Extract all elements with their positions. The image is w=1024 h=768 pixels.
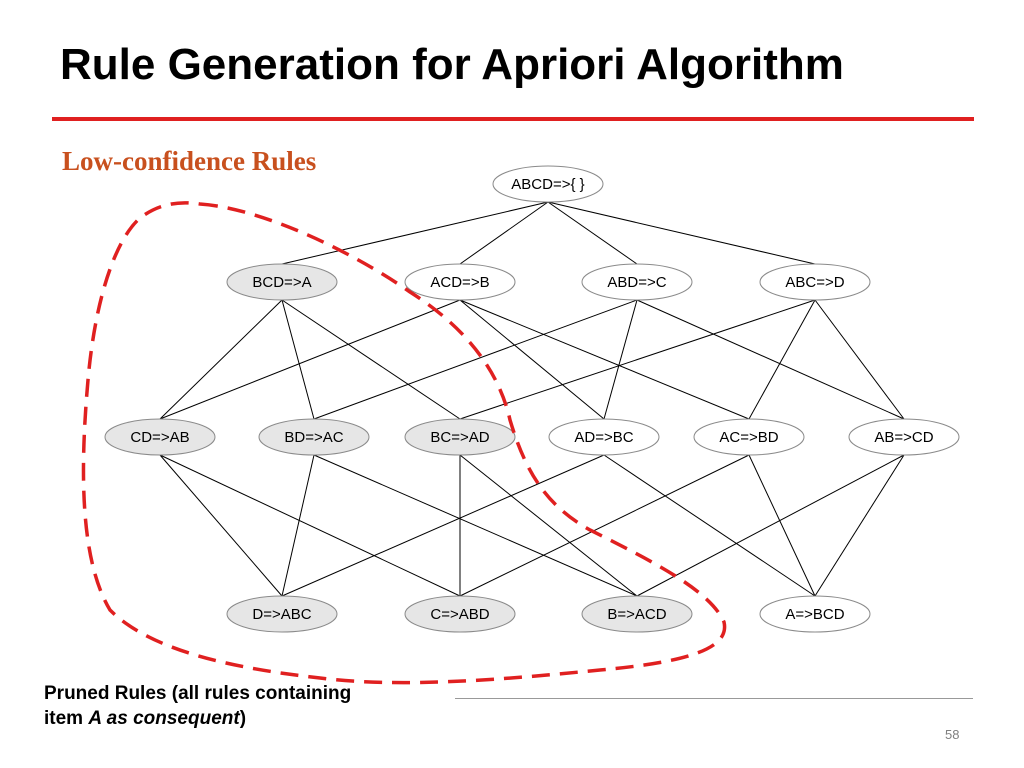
lattice-edges (159, 201, 905, 597)
edge-abd-implies-c-to-ab-implies-cd (636, 299, 905, 420)
rule-node-shape (759, 595, 871, 633)
edge-abc-implies-d-to-ab-implies-cd (814, 299, 905, 420)
rule-node-bc-implies-ad: BC=>AD (404, 418, 516, 456)
lattice-nodes: ABCD=>{ } BCD=>A ACD=>B ABD=>C ABC=>D CD=>AB B… (104, 165, 960, 633)
edge-ad-implies-bc-to-a-implies-bcd (603, 454, 816, 597)
rule-node-c-implies-abd: C=>ABD (404, 595, 516, 633)
edge-bc-implies-ad-to-b-implies-acd (459, 454, 638, 597)
edge-ac-implies-bd-to-c-implies-abd (459, 454, 750, 597)
rule-node-shape (581, 595, 693, 633)
edge-abcd-implies-empty-to-abc-implies-d (547, 201, 816, 265)
rule-node-label: CD=>AB (130, 429, 189, 446)
rule-node-bd-implies-ac: BD=>AC (258, 418, 370, 456)
rule-node-shape (404, 418, 516, 456)
rule-node-label: ACD=>B (430, 274, 489, 291)
edge-ac-implies-bd-to-a-implies-bcd (748, 454, 816, 597)
rule-node-label: BCD=>A (252, 274, 311, 291)
title-underline (52, 117, 974, 121)
rule-node-cd-implies-ab: CD=>AB (104, 418, 216, 456)
rule-node-shape (226, 263, 338, 301)
edge-bd-implies-ac-to-b-implies-acd (313, 454, 638, 597)
edge-abcd-implies-empty-to-abd-implies-c (547, 201, 638, 265)
edge-abc-implies-d-to-bc-implies-ad (459, 299, 816, 420)
rule-node-ad-implies-bc: AD=>BC (548, 418, 660, 456)
rule-node-shape (404, 595, 516, 633)
edge-bd-implies-ac-to-d-implies-abc (281, 454, 315, 597)
rule-node-label: AC=>BD (719, 429, 778, 446)
rule-node-ac-implies-bd: AC=>BD (693, 418, 805, 456)
rule-node-shape (404, 263, 516, 301)
edge-bcd-implies-a-to-cd-implies-ab (159, 299, 283, 420)
rule-node-abc-implies-d: ABC=>D (759, 263, 871, 301)
rule-node-abd-implies-c: ABD=>C (581, 263, 693, 301)
rule-node-shape (492, 165, 604, 203)
edge-acd-implies-b-to-ac-implies-bd (459, 299, 750, 420)
edge-bcd-implies-a-to-bc-implies-ad (281, 299, 461, 420)
pruned-note-emphasis: A as consequent (88, 708, 240, 729)
pruned-rules-note: Pruned Rules (all rules containing item … (44, 681, 351, 731)
rule-node-abcd-implies-empty: ABCD=>{ } (492, 165, 604, 203)
rule-node-bcd-implies-a: BCD=>A (226, 263, 338, 301)
rule-node-shape (226, 595, 338, 633)
rule-node-shape (581, 263, 693, 301)
edge-bcd-implies-a-to-bd-implies-ac (281, 299, 315, 420)
rule-node-a-implies-bcd: A=>BCD (759, 595, 871, 633)
rule-node-b-implies-acd: B=>ACD (581, 595, 693, 633)
pruned-note-suffix: ) (239, 708, 247, 729)
rule-node-label: D=>ABC (252, 606, 311, 623)
footer-divider (455, 698, 973, 699)
edge-ad-implies-bc-to-d-implies-abc (281, 454, 605, 597)
edge-acd-implies-b-to-ad-implies-bc (459, 299, 605, 420)
rule-node-shape (258, 418, 370, 456)
rule-node-shape (104, 418, 216, 456)
low-confidence-label: Low-confidence Rules (62, 146, 317, 176)
rule-node-label: A=>BCD (785, 606, 844, 623)
pruned-note-line-1: Pruned Rules (all rules containing (44, 683, 352, 704)
rule-node-label: AB=>CD (874, 429, 933, 446)
edge-abcd-implies-empty-to-bcd-implies-a (281, 201, 549, 265)
edge-abd-implies-c-to-ad-implies-bc (603, 299, 638, 420)
rule-node-label: B=>ACD (607, 606, 666, 623)
page-number: 58 (945, 727, 960, 742)
edge-ab-implies-cd-to-a-implies-bcd (814, 454, 905, 597)
rule-node-label: BD=>AC (284, 429, 343, 446)
pruned-note-line-2: item A as consequent) (44, 706, 351, 731)
rule-node-shape (548, 418, 660, 456)
rule-node-shape (759, 263, 871, 301)
rule-node-label: AD=>BC (574, 429, 633, 446)
rule-node-label: ABD=>C (607, 274, 666, 291)
edge-cd-implies-ab-to-c-implies-abd (159, 454, 461, 597)
edge-abc-implies-d-to-ac-implies-bd (748, 299, 816, 420)
slide-title: Rule Generation for Apriori Algorithm (60, 40, 844, 89)
edge-abcd-implies-empty-to-acd-implies-b (459, 201, 549, 265)
rule-node-d-implies-abc: D=>ABC (226, 595, 338, 633)
edge-acd-implies-b-to-cd-implies-ab (159, 299, 461, 420)
rule-node-shape (848, 418, 960, 456)
pruned-region-boundary (81, 201, 727, 685)
rule-node-label: C=>ABD (430, 606, 489, 623)
rule-node-label: ABC=>D (785, 274, 844, 291)
pruned-note-prefix: item (44, 708, 89, 729)
rule-node-label: BC=>AD (430, 429, 489, 446)
rule-node-acd-implies-b: ACD=>B (404, 263, 516, 301)
rule-node-ab-implies-cd: AB=>CD (848, 418, 960, 456)
rule-node-label: ABCD=>{ } (511, 176, 584, 193)
rule-node-shape (693, 418, 805, 456)
edge-abd-implies-c-to-bd-implies-ac (313, 299, 638, 420)
edge-cd-implies-ab-to-d-implies-abc (159, 454, 283, 597)
edge-ab-implies-cd-to-b-implies-acd (636, 454, 905, 597)
